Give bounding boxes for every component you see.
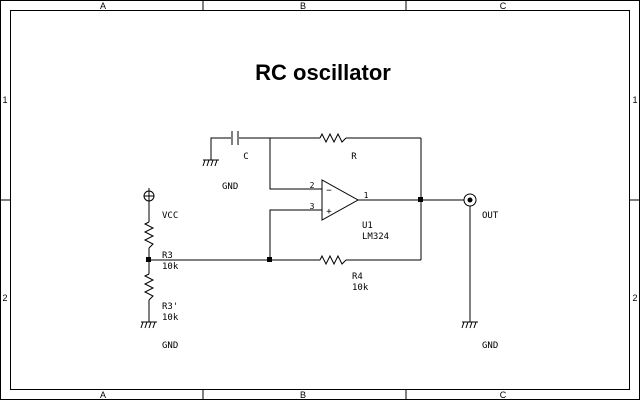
wires [148,137,471,322]
zone-col-a-bottom: A [100,390,106,400]
resistor-r3-ref: R3 [162,251,173,261]
ground-symbol-icon [202,159,219,167]
opamp-inverting-sign: − [326,186,332,196]
capacitor-ref: C [243,152,248,162]
opamp-noninverting-sign: + [326,207,332,217]
vcc-label: VCC [162,211,178,221]
resistor-r3p-value: 10k [162,313,179,323]
out-label: OUT [482,211,499,221]
junction-noninv [267,257,272,262]
zone-col-a-top: A [100,1,106,11]
capacitor-icon [231,131,239,145]
junction-dots [146,197,423,262]
ground-symbol-icon [140,321,157,329]
resistor-icon [319,132,347,144]
ground-symbol-icon [461,321,478,329]
diagram-title: RC oscillator [255,60,391,85]
junction-divider [146,257,151,262]
zone-col-c-bottom: C [500,390,507,400]
zone-row-1-right: 1 [632,95,637,105]
zone-col-b-top: B [300,1,306,11]
zone-row-2-right: 2 [632,293,637,303]
zone-row-2-left: 2 [2,293,7,303]
resistor-icon [143,221,155,249]
opamp-pin-3: 3 [310,202,315,211]
resistor-r3p-ref: R3' [162,302,178,312]
gnd-label-left: GND [162,341,178,351]
opamp-ref: U1 [362,221,373,231]
opamp-pin-2: 2 [310,181,315,190]
resistor-r3-value: 10k [162,262,179,272]
opamp-icon: − + [321,179,360,221]
resistor-r4-value: 10k [352,283,369,293]
junction-out [418,197,423,202]
vcc-power-icon [143,188,155,204]
gnd-label-top: GND [222,182,238,192]
gnd-label-right: GND [482,341,498,351]
resistor-icon [319,254,347,266]
opamp-part: LM324 [362,232,389,242]
output-port-icon [463,193,477,207]
zone-col-c-top: C [500,1,507,11]
opamp-pin-1: 1 [364,191,369,200]
zone-col-b-bottom: B [300,390,306,400]
resistor-r-ref: R [351,152,357,162]
resistor-icon [143,273,155,301]
resistor-r4-ref: R4 [352,272,363,282]
zone-row-1-left: 1 [2,95,7,105]
